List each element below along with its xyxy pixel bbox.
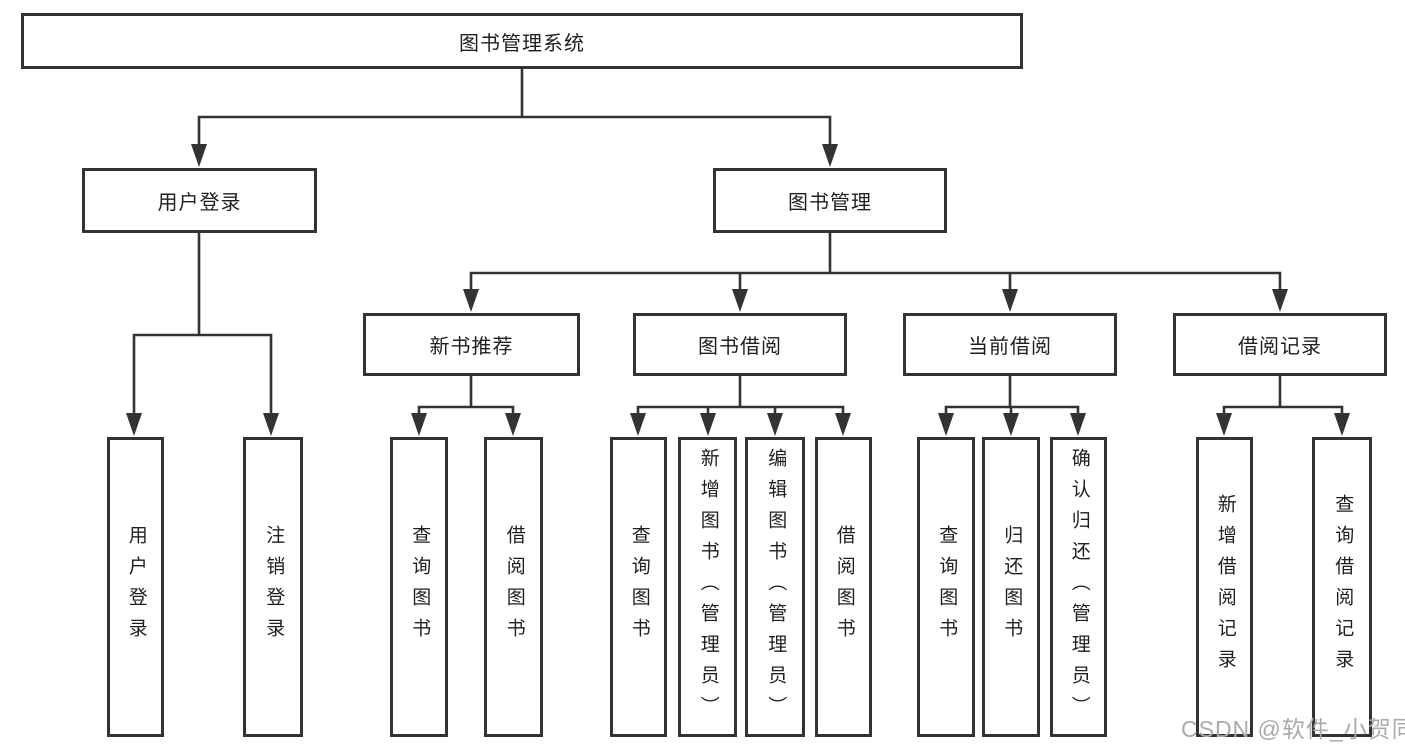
leaf-edit-book-admin-label: 编辑图书（管理员）	[765, 447, 787, 727]
node-new-book-recommend: 新书推荐	[363, 313, 580, 376]
leaf-borrow-books-recommend: 借阅图书	[484, 437, 543, 737]
csdn-watermark: CSDN @软件_小贺同学	[1181, 716, 1405, 742]
leaf-query-borrow-record-label: 查询借阅记录	[1332, 494, 1354, 680]
leaf-query-books-recommend: 查询图书	[390, 437, 448, 737]
node-book-management-label: 图书管理	[788, 192, 872, 214]
leaf-edit-book-admin: 编辑图书（管理员）	[745, 437, 805, 737]
leaf-confirm-return-admin: 确认归还（管理员）	[1050, 437, 1107, 737]
node-book-borrow: 图书借阅	[633, 313, 847, 376]
node-library-system-label: 图书管理系统	[459, 32, 585, 55]
leaf-add-book-admin: 新增图书（管理员）	[678, 437, 737, 737]
node-user-login-label: 用户登录	[157, 192, 242, 214]
node-library-system: 图书管理系统	[21, 13, 1023, 69]
node-borrow-records-label: 借阅记录	[1238, 336, 1322, 358]
leaf-return-book: 归还图书	[982, 437, 1040, 737]
node-current-borrow: 当前借阅	[903, 313, 1117, 376]
arrowheads	[126, 144, 1350, 436]
node-user-login: 用户登录	[82, 168, 317, 233]
leaf-add-borrow-record: 新增借阅记录	[1196, 437, 1253, 737]
leaf-query-books-recommend-label: 查询图书	[409, 525, 431, 649]
leaf-add-borrow-record-label: 新增借阅记录	[1214, 494, 1236, 680]
node-current-borrow-label: 当前借阅	[968, 336, 1052, 358]
node-new-book-recommend-label: 新书推荐	[429, 336, 514, 358]
leaf-user-login: 用户登录	[107, 437, 164, 737]
leaf-confirm-return-admin-label: 确认归还（管理员）	[1068, 447, 1090, 727]
leaf-user-login-label: 用户登录	[125, 525, 147, 649]
leaf-return-book-label: 归还图书	[1001, 525, 1023, 649]
node-borrow-records: 借阅记录	[1173, 313, 1387, 376]
leaf-query-books-current-label: 查询图书	[936, 525, 958, 649]
leaf-borrow-books-recommend-label: 借阅图书	[503, 525, 525, 649]
node-book-borrow-label: 图书借阅	[698, 336, 782, 358]
leaf-borrow-books-label: 借阅图书	[833, 525, 855, 649]
leaf-query-books-borrow: 查询图书	[610, 437, 667, 737]
leaf-add-book-admin-label: 新增图书（管理员）	[697, 447, 719, 727]
leaf-query-borrow-record: 查询借阅记录	[1312, 437, 1372, 737]
leaf-query-books-borrow-label: 查询图书	[628, 525, 650, 649]
leaf-logout-label: 注销登录	[263, 525, 285, 649]
leaf-logout: 注销登录	[243, 437, 303, 737]
leaf-query-books-current: 查询图书	[917, 437, 975, 737]
leaf-borrow-books: 借阅图书	[815, 437, 872, 737]
node-book-management: 图书管理	[713, 168, 947, 233]
